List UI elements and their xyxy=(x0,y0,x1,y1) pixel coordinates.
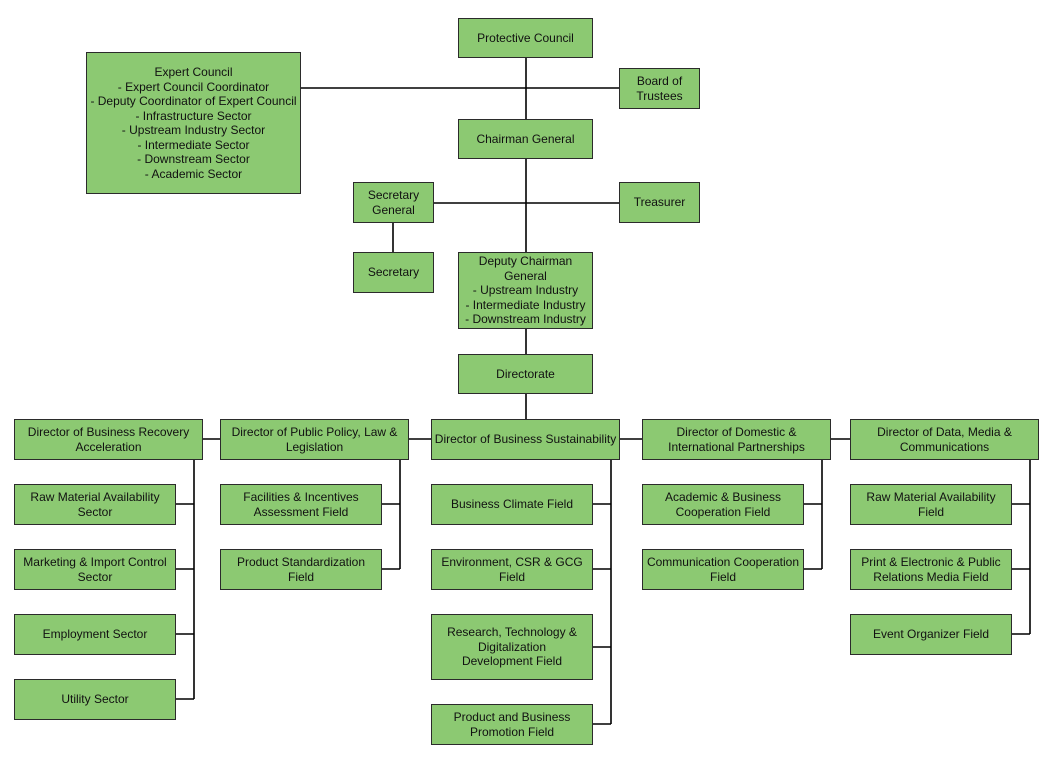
field-print-electronic-media: Print & Electronic & Public Relations Me… xyxy=(850,549,1012,590)
field-facilities-incentives: Facilities & Incentives Assessment Field xyxy=(220,484,382,525)
field-raw-material-availability-sector: Raw Material Availability Sector xyxy=(14,484,176,525)
board-of-trustees-box: Board of Trustees xyxy=(619,68,700,109)
field-product-business-promotion: Product and Business Promotion Field xyxy=(431,704,593,745)
expert-council-box: Expert Council - Expert Council Coordina… xyxy=(86,52,301,194)
director-data-media-box: Director of Data, Media & Communications xyxy=(850,419,1039,460)
field-utility-sector: Utility Sector xyxy=(14,679,176,720)
field-communication-cooperation: Communication Cooperation Field xyxy=(642,549,804,590)
deputy-chairman-box: Deputy Chairman General - Upstream Indus… xyxy=(458,252,593,329)
directorate-box: Directorate xyxy=(458,354,593,394)
protective-council-box: Protective Council xyxy=(458,18,593,58)
field-product-standardization: Product Standardization Field xyxy=(220,549,382,590)
field-business-climate: Business Climate Field xyxy=(431,484,593,525)
field-event-organizer: Event Organizer Field xyxy=(850,614,1012,655)
field-research-technology: Research, Technology & Digitalization De… xyxy=(431,614,593,680)
treasurer-box: Treasurer xyxy=(619,182,700,223)
secretary-general-box: Secretary General xyxy=(353,182,434,223)
director-business-sustainability-box: Director of Business Sustainability xyxy=(431,419,620,460)
director-public-policy-box: Director of Public Policy, Law & Legisla… xyxy=(220,419,409,460)
director-partnerships-box: Director of Domestic & International Par… xyxy=(642,419,831,460)
field-employment-sector: Employment Sector xyxy=(14,614,176,655)
chairman-general-box: Chairman General xyxy=(458,119,593,159)
field-marketing-import-control-sector: Marketing & Import Control Sector xyxy=(14,549,176,590)
field-academic-business-cooperation: Academic & Business Cooperation Field xyxy=(642,484,804,525)
field-raw-material-availability: Raw Material Availability Field xyxy=(850,484,1012,525)
director-business-recovery-box: Director of Business Recovery Accelerati… xyxy=(14,419,203,460)
secretary-box: Secretary xyxy=(353,252,434,293)
field-environment-csr-gcg: Environment, CSR & GCG Field xyxy=(431,549,593,590)
